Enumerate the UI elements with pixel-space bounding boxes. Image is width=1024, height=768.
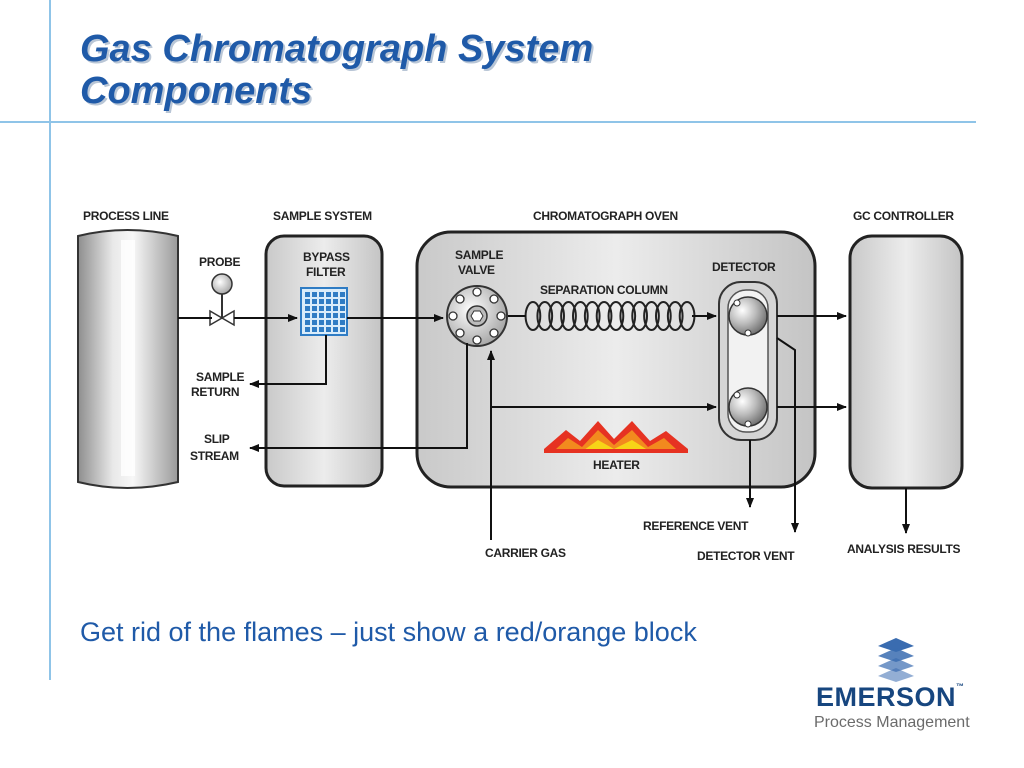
filter-grid-cell: [333, 320, 338, 325]
filter-grid-cell: [333, 313, 338, 318]
sample-valve-icon: [446, 285, 508, 347]
emerson-division: Process Management: [814, 714, 970, 731]
label-slip-stream-2: STREAM: [190, 449, 239, 463]
header-process-line: PROCESS LINE: [83, 209, 169, 223]
label-valve: VALVE: [458, 263, 495, 277]
filter-grid-cell: [319, 320, 324, 325]
label-sample-return-1: SAMPLE: [196, 370, 245, 384]
coil-loop: [666, 301, 684, 331]
filter-grid-cell: [312, 299, 317, 304]
detector-icon: [718, 281, 778, 441]
flow-line-sample-return: [249, 335, 327, 388]
chromatograph-oven-box: [415, 230, 817, 489]
emerson-brand: EMERSON: [816, 682, 957, 712]
label-heater: HEATER: [593, 458, 640, 472]
filter-grid-cell: [333, 327, 338, 332]
slide-title-line-1: Gas Chromatograph System: [80, 28, 594, 70]
filter-grid-cell: [340, 292, 345, 297]
filter-grid-cell: [326, 299, 331, 304]
label-filter: FILTER: [306, 265, 346, 279]
heater-flame-icon: [544, 421, 688, 453]
coil-loop: [548, 301, 565, 331]
filter-grid-cell: [312, 306, 317, 311]
filter-grid-cell: [326, 313, 331, 318]
filter-grid-cell: [340, 306, 345, 311]
filter-grid-cell: [333, 292, 338, 297]
probe-icon: [209, 273, 235, 327]
filter-grid-cell: [326, 327, 331, 332]
coil-loop: [655, 301, 672, 331]
label-separation-column: SEPARATION COLUMN: [540, 283, 668, 297]
filter-grid-cell: [312, 320, 317, 325]
vertical-rule: [49, 0, 51, 680]
filter-grid-cell: [319, 313, 324, 318]
slide-title-line-2: Components: [80, 70, 313, 112]
sample-system-box: [264, 234, 384, 488]
filter-grid-cell: [326, 320, 331, 325]
filter-grid-cell: [305, 327, 310, 332]
horizontal-rule: [0, 121, 976, 123]
emerson-logo-mark-icon: [878, 638, 914, 682]
filter-grid-cell: [312, 327, 317, 332]
label-probe: PROBE: [199, 255, 240, 269]
coil-loop: [643, 301, 660, 331]
process-line-pipe: [77, 229, 179, 489]
filter-grid-cell: [340, 320, 345, 325]
filter-grid-cell: [319, 306, 324, 311]
filter-grid-cell: [312, 313, 317, 318]
emerson-logo: EMERSON™ Process Management: [812, 636, 992, 736]
slide-note: Get rid of the flames – just show a red/…: [80, 617, 697, 647]
coil-loop: [607, 301, 625, 331]
filter-grid-cell: [333, 306, 338, 311]
filter-grid-cell: [319, 292, 324, 297]
filter-grid-cell: [305, 313, 310, 318]
filter-grid-cell: [305, 306, 310, 311]
label-detector: DETECTOR: [712, 260, 776, 274]
filter-grid-cell: [326, 306, 331, 311]
bypass-filter-icon: [300, 287, 348, 336]
label-sample-return-2: RETURN: [191, 385, 239, 399]
header-sample-system: SAMPLE SYSTEM: [273, 209, 372, 223]
slide-title: Gas Chromatograph System Components: [80, 28, 593, 112]
flow-line-detector-vent: [776, 337, 799, 533]
filter-grid-cell: [340, 327, 345, 332]
filter-grid-cell: [326, 292, 331, 297]
emerson-tm: ™: [956, 682, 965, 691]
coil-loop: [583, 301, 601, 331]
label-slip-stream-1: SLIP: [204, 432, 230, 446]
filter-grid-cell: [305, 299, 310, 304]
coil-loop: [619, 301, 637, 331]
flow-lines: [178, 312, 910, 540]
header-gc-controller: GC CONTROLLER: [853, 209, 954, 223]
gc-controller-box: [848, 234, 964, 490]
coil-loop: [631, 301, 648, 331]
coil-loop: [572, 301, 589, 331]
filter-grid-cell: [305, 320, 310, 325]
label-detector-vent: DETECTOR VENT: [697, 549, 795, 563]
coil-loop: [536, 301, 554, 331]
coil-loop: [560, 301, 577, 331]
filter-grid-cell: [319, 327, 324, 332]
label-reference-vent: REFERENCE VENT: [643, 519, 749, 533]
emerson-wordmark: EMERSON™: [816, 682, 965, 713]
flow-line-slip-stream: [249, 343, 468, 452]
filter-grid-cell: [333, 299, 338, 304]
filter-grid-cell: [305, 292, 310, 297]
label-sample: SAMPLE: [455, 248, 504, 262]
label-carrier-gas: CARRIER GAS: [485, 546, 566, 560]
filter-grid-cell: [312, 292, 317, 297]
header-chromatograph-oven: CHROMATOGRAPH OVEN: [533, 209, 678, 223]
filter-grid-cell: [319, 299, 324, 304]
filter-grid-cell: [340, 299, 345, 304]
label-analysis-results: ANALYSIS RESULTS: [847, 542, 961, 556]
filter-grid-cell: [340, 313, 345, 318]
label-bypass: BYPASS: [303, 250, 350, 264]
coil-loop: [595, 301, 613, 331]
